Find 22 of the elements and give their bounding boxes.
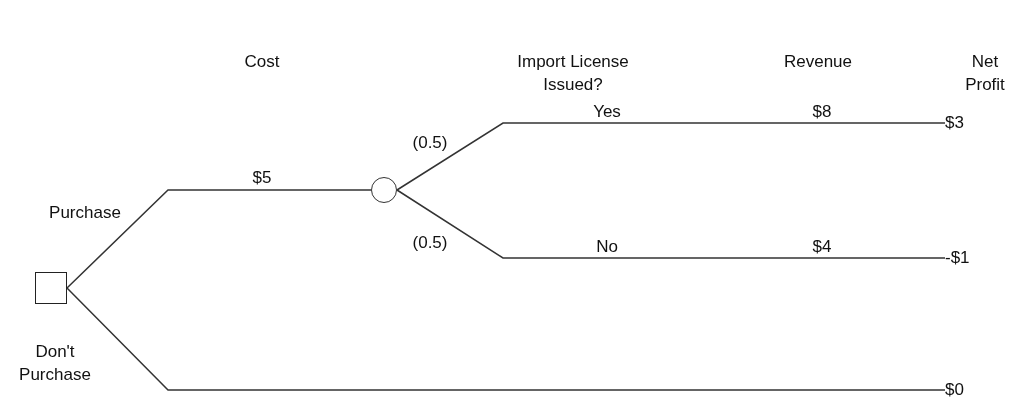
column-heading: Import License Issued? xyxy=(516,51,630,96)
column-heading: Cost xyxy=(243,51,281,73)
branch-line xyxy=(66,189,372,289)
branch-value: (0.5) xyxy=(411,232,449,254)
column-heading: Revenue xyxy=(782,51,854,73)
column-heading: Net Profit xyxy=(964,51,1006,96)
branch-value: (0.5) xyxy=(411,132,449,154)
branch-line xyxy=(396,122,946,191)
edge-label: No xyxy=(595,236,619,258)
branch-line xyxy=(396,189,946,259)
branch-value: $8 xyxy=(811,101,833,123)
branch-line xyxy=(66,287,946,391)
branch-value: $5 xyxy=(251,167,273,189)
payoff-value: -$1 xyxy=(945,247,970,269)
payoff-value: $3 xyxy=(945,112,964,134)
edge-label: Yes xyxy=(592,101,622,123)
edge-label: Don't Purchase xyxy=(18,341,92,386)
chance-node xyxy=(371,177,397,203)
branch-value: $4 xyxy=(811,236,833,258)
edge-label: Purchase xyxy=(48,202,122,224)
payoff-value: $0 xyxy=(945,379,964,401)
decision-node xyxy=(35,272,67,304)
